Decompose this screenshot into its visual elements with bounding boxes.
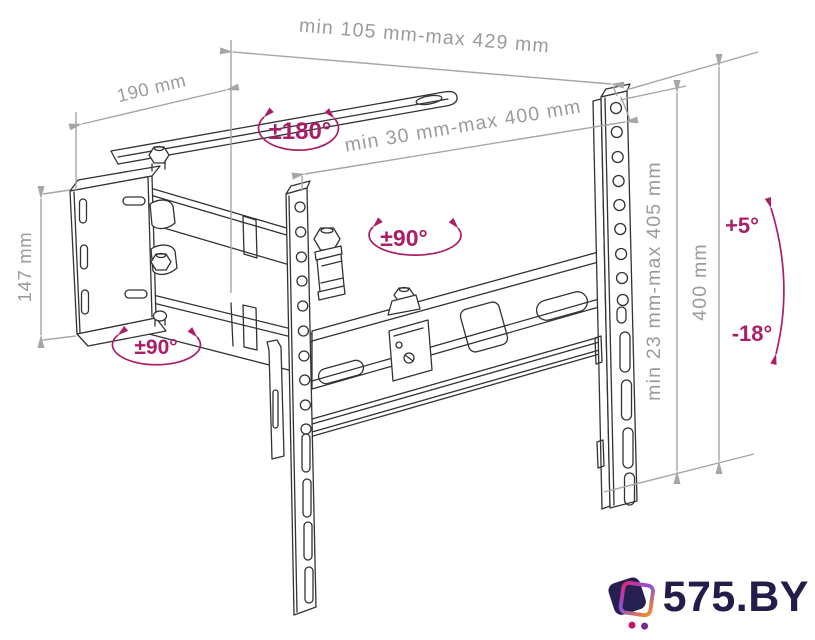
lower-arm-bolt (150, 252, 172, 327)
swivel-pivot-bolt (313, 227, 346, 301)
crossbar-upper (311, 247, 614, 390)
angle-tilt-down-label: -18° (732, 321, 773, 346)
angle-arm-rotation-lower-label: ±90° (134, 336, 177, 359)
brand-logo-text: 575.BY (662, 572, 809, 621)
dimension-plate-height-label: 147 mm (14, 232, 35, 302)
angle-swivel-full-label: ±180° (269, 118, 332, 145)
dimension-arm-length-label: 190 mm (115, 69, 188, 106)
dim-line-arm-length (68, 83, 240, 131)
dim-line-top-depth (219, 47, 625, 89)
angle-tilt-up-label: +5° (725, 213, 759, 238)
tv-rail-left (285, 180, 317, 616)
shopping-cart-logo-icon (608, 577, 655, 630)
tilt-arrow-icon (764, 197, 785, 365)
dimension-lines (37, 40, 759, 493)
angle-arm-rotation-upper-label: ±90° (380, 225, 427, 251)
rail-latch-strip (266, 339, 285, 460)
brand-logo: 575.BY (603, 570, 809, 632)
dimension-rail-range-label: min 23 mm-max 405 mm (643, 161, 665, 401)
top-arm-bar (110, 90, 458, 172)
dimension-rail-height-label: 400 mm (689, 243, 711, 321)
dim-line-inner-depth (291, 116, 639, 180)
tv-rail-right (592, 83, 638, 510)
dimension-top-depth-label: min 105 mm-max 429 mm (298, 15, 551, 58)
rotation-arrow-icon (111, 107, 462, 366)
